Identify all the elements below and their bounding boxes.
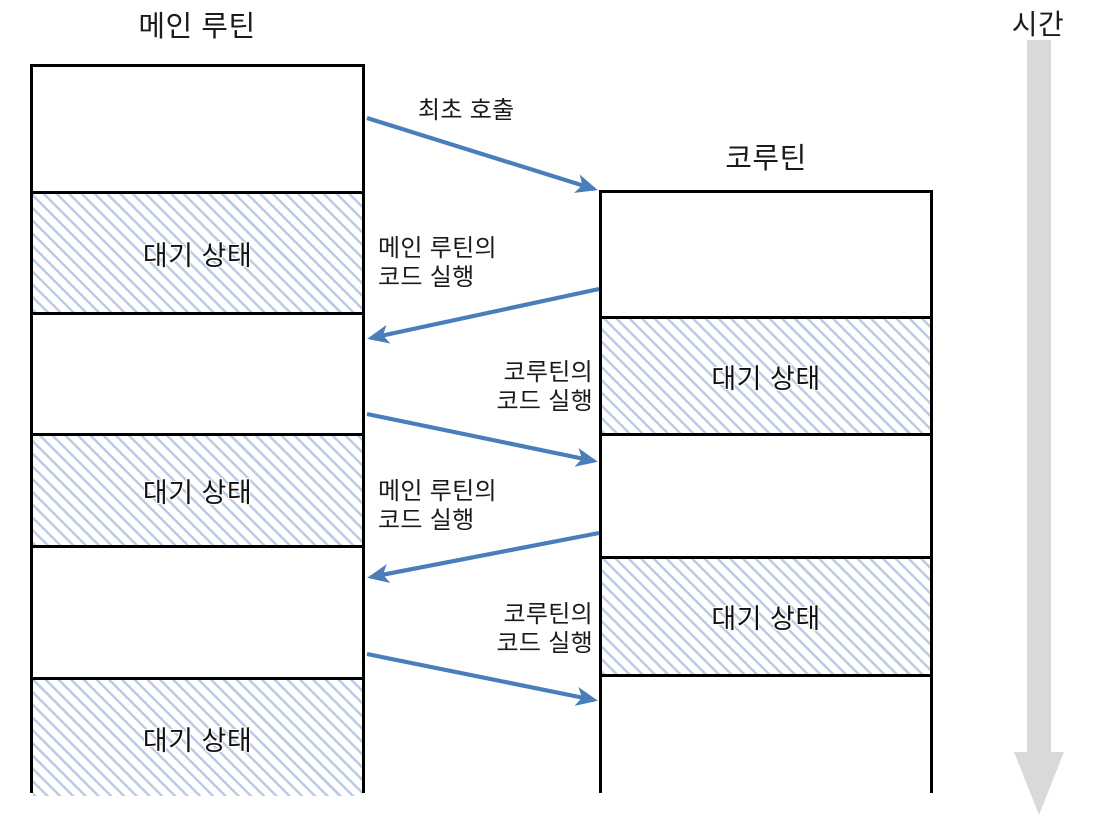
coroutine-title: 코루틴 [725,143,807,175]
arrow-coroutine-code-run-2 [366,651,598,706]
coroutine-segment-2 [602,433,930,556]
coroutine-segment-0 [602,193,930,316]
arrow-main-code-run-2 [367,530,600,584]
arrow-label-initial-call: 최초 호출 [418,97,515,124]
main-routine-column: 대기 상태 대기 상태 대기 상태 [30,64,365,796]
coroutine-segment-1: 대기 상태 [602,316,930,433]
main-segment-1-label: 대기 상태 [142,240,253,271]
main-segment-5: 대기 상태 [33,677,362,796]
arrow-main-code-run-1 [367,286,600,344]
main-segment-3: 대기 상태 [33,433,362,545]
arrow-initial-call [366,115,598,193]
main-segment-3-label: 대기 상태 [142,478,253,508]
time-axis-title: 시간 [1011,9,1065,40]
arrow-coroutine-code-run-1 [366,411,598,467]
coroutine-column: 대기 상태 대기 상태 [599,190,933,796]
coroutine-segment-3-label: 대기 상태 [711,604,821,634]
main-segment-1: 대기 상태 [33,191,362,312]
arrow-label-main-code-run-1: 메인 루틴의 코드 실행 [378,235,497,291]
main-segment-4 [33,545,362,677]
main-segment-5-label: 대기 상태 [142,725,253,756]
coroutine-segment-3: 대기 상태 [602,556,930,674]
arrow-label-main-code-run-2: 메인 루틴의 코드 실행 [378,478,497,534]
time-direction-arrow-icon [1014,40,1064,815]
main-segment-0 [33,67,362,191]
arrow-label-coroutine-code-run-2: 코루틴의 코드 실행 [496,601,593,657]
arrow-label-coroutine-code-run-1: 코루틴의 코드 실행 [496,359,593,415]
coroutine-segment-4 [602,674,930,796]
main-routine-title: 메인 루틴 [138,11,256,43]
main-segment-2 [33,312,362,433]
coroutine-segment-1-label: 대기 상태 [711,363,821,394]
